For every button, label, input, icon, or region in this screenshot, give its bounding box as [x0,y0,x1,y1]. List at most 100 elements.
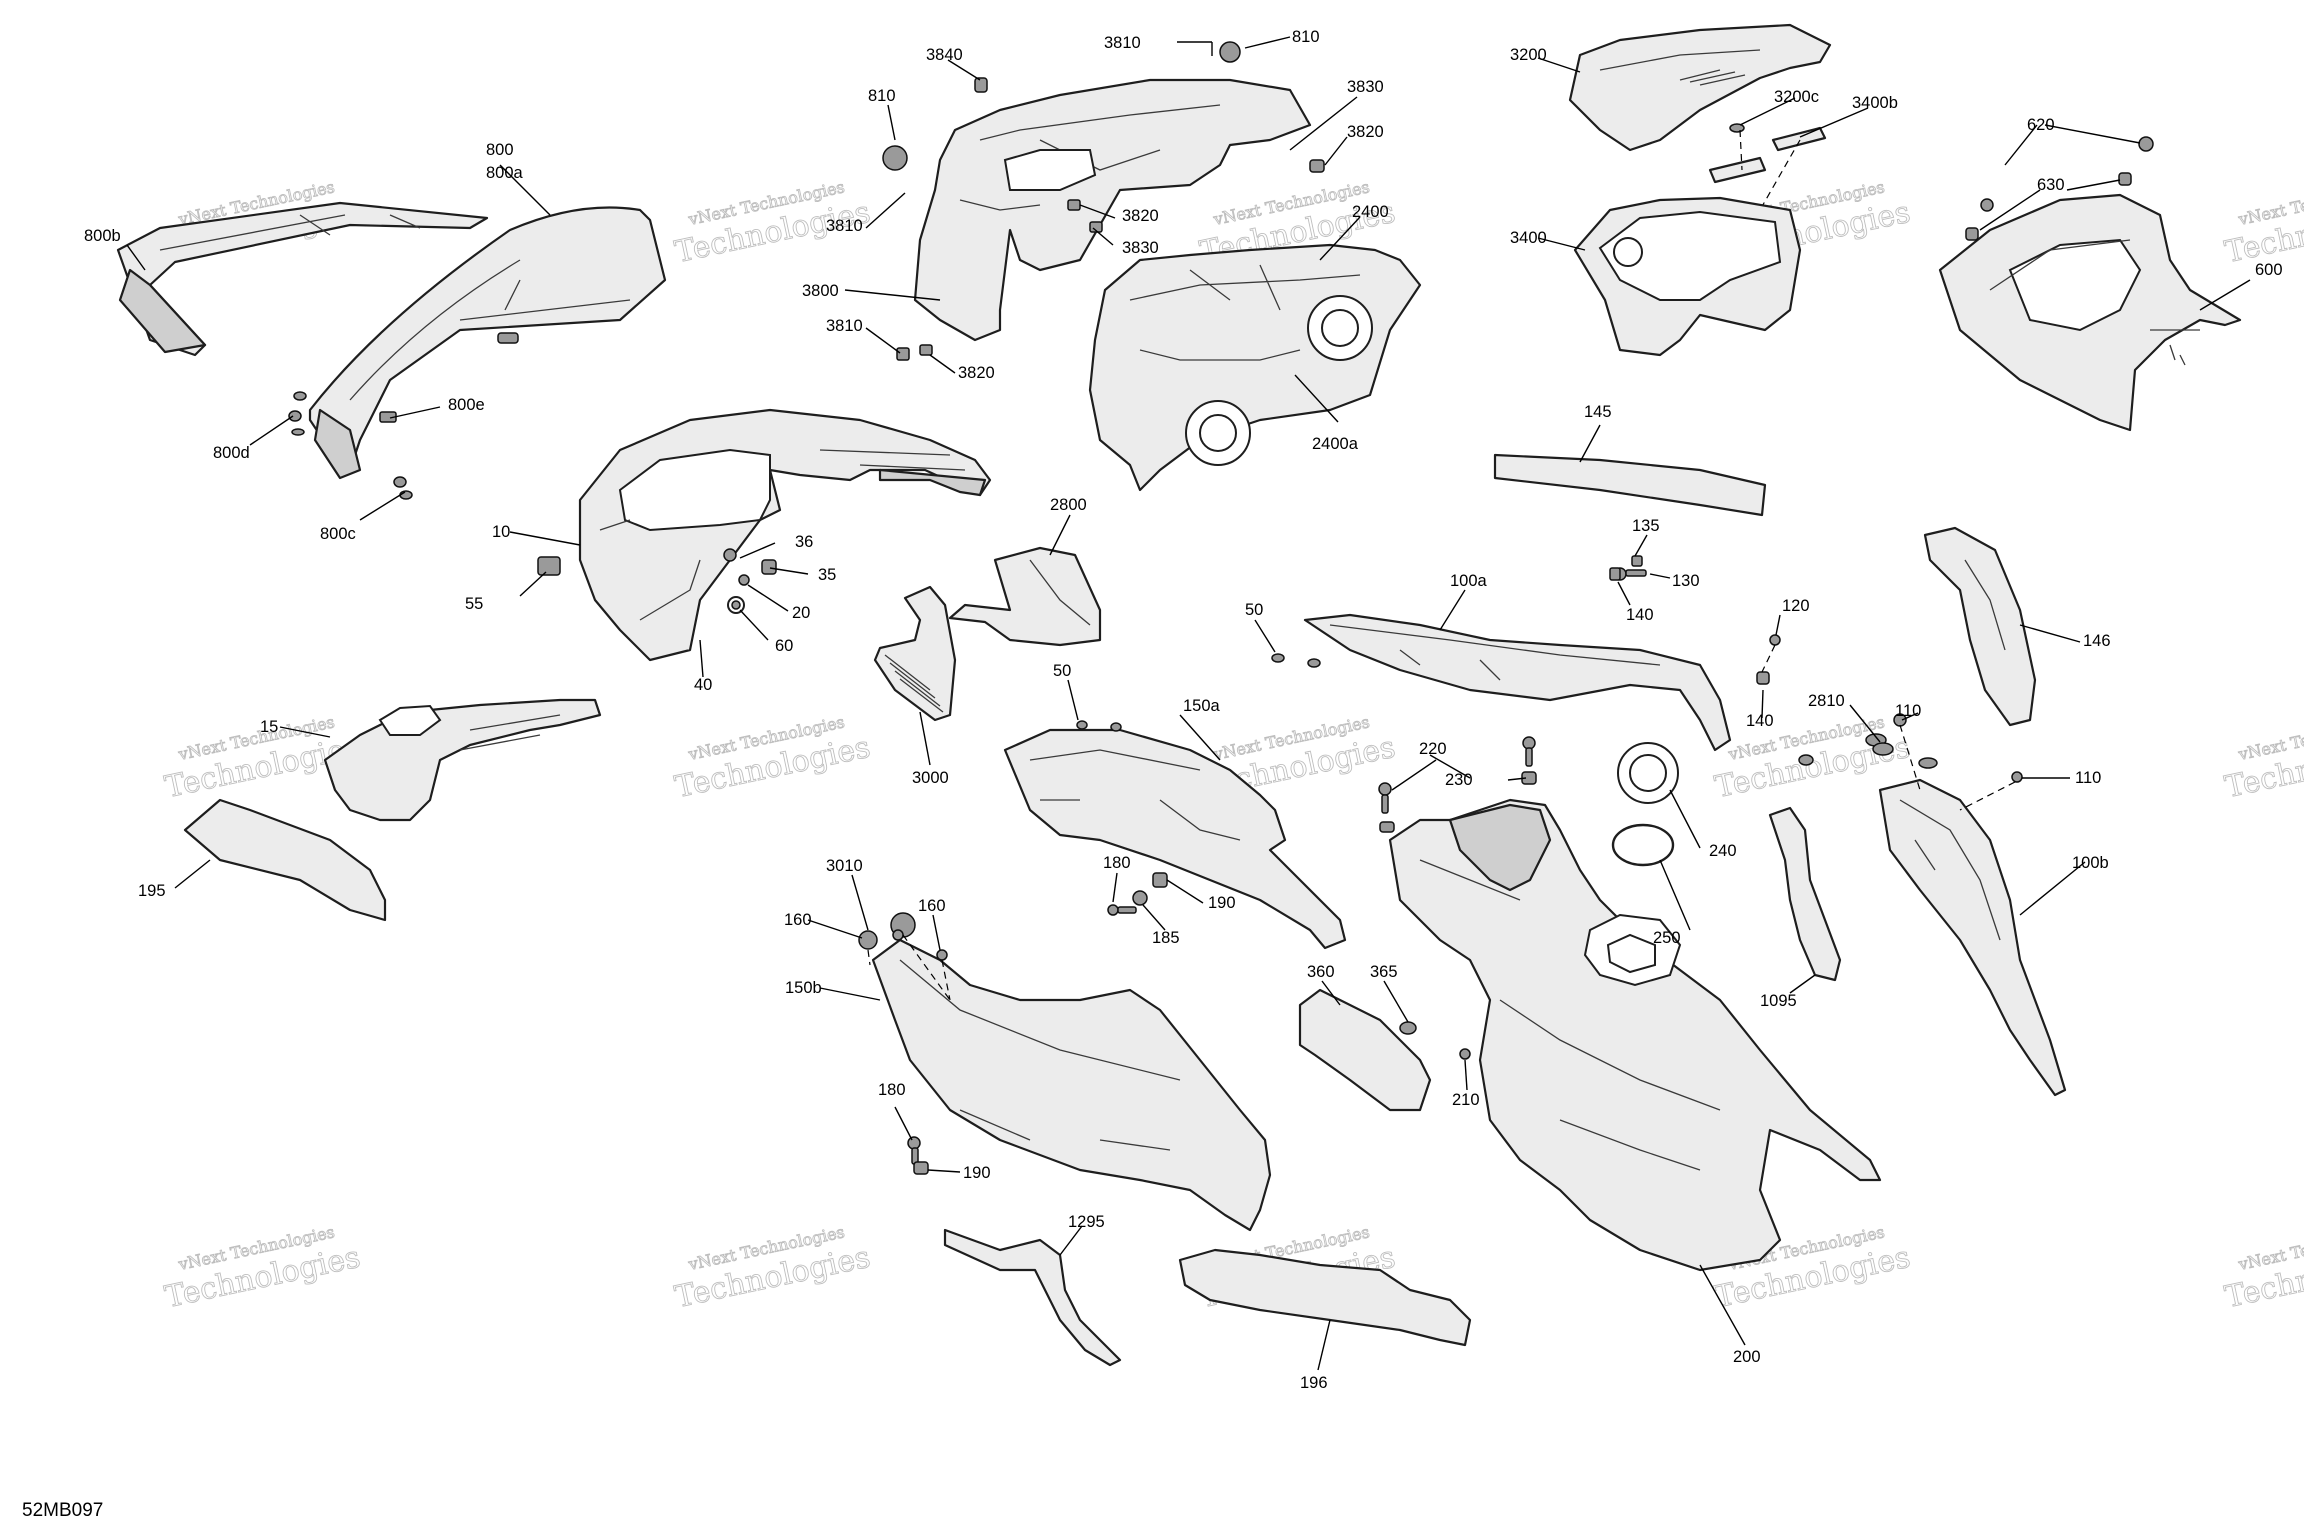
callout-146: 146 [2083,632,2111,650]
callout-810-left: 810 [868,87,896,105]
part-2810-grommet [1798,742,1894,766]
callout-100a: 100a [1450,572,1488,590]
callout-135: 135 [1632,517,1660,535]
callout-labels: 800 800a 800b 800d 800e 800c 3840 810 38… [84,28,2283,1392]
callout-110-top: 110 [1895,702,1921,720]
callout-3820-low: 3820 [958,364,995,382]
part-600-instrument-panel [1938,136,2242,432]
callout-810-right: 810 [1292,28,1320,46]
part-100b-side-panel [1865,713,2067,1097]
callout-220: 220 [1419,740,1447,758]
callout-3200c: 3200c [1774,88,1819,106]
callout-140-bottom: 140 [1746,712,1774,730]
callout-3820-mid: 3820 [1122,207,1159,225]
callout-180-low: 180 [878,1081,906,1099]
fasteners-180b-190b [907,1136,929,1175]
callout-50-mid: 50 [1053,662,1071,680]
part-146-side-insert [1923,526,2037,727]
callout-630: 630 [2037,176,2065,194]
callout-620: 620 [2027,116,2055,134]
callout-50-top: 50 [1245,601,1263,619]
callout-55: 55 [465,595,483,613]
callout-3810-top: 3810 [1104,34,1141,52]
fasteners-180-185-190 [1107,872,1168,916]
part-150a-side-cover [1003,720,1347,950]
callout-195: 195 [138,882,166,900]
callout-150a: 150a [1183,697,1221,715]
callout-250: 250 [1653,929,1681,947]
leader-lines [126,36,2251,1371]
callout-110-right: 110 [2075,769,2101,787]
part-800b-upper-trim [116,201,489,357]
part-250-seal [1611,823,1675,867]
part-2400-headlight [1088,243,1422,492]
part-100a-panel [1271,613,1732,752]
part-1095-strip [1768,806,1842,982]
callout-100b: 100b [2072,854,2109,872]
part-800-side-fairing [308,206,667,480]
callout-3820-top: 3820 [1347,123,1384,141]
callout-3400: 3400 [1510,229,1547,247]
callout-365: 365 [1370,963,1398,981]
callout-3810-mid: 3810 [826,217,863,235]
callout-3400b: 3400b [1852,94,1898,112]
callout-140-top: 140 [1626,606,1654,624]
callout-3830-mid: 3830 [1122,239,1159,257]
part-240-fuel-ring [1617,742,1679,804]
part-3200-tray-cover [1568,23,1832,152]
callout-800e: 800e [448,396,485,414]
fasteners-130-135-140 [1609,555,1647,581]
part-3200c-3400b-strips [1708,123,1827,211]
part-2800-deflector [948,546,1102,647]
callout-2400a: 2400a [1312,435,1359,453]
part-3000-vent [873,585,957,722]
callout-800d: 800d [213,444,250,462]
callout-800: 800 [486,141,514,159]
callout-3800: 3800 [802,282,839,300]
callout-185: 185 [1152,929,1180,947]
part-3400-storage-bin [1573,196,1802,357]
callout-2810: 2810 [1808,692,1845,710]
part-196-lower-trim [1178,1248,1472,1347]
part-145-strip [1493,453,1767,517]
callout-3810-low: 3810 [826,317,863,335]
callout-800c: 800c [320,525,356,543]
callout-120: 120 [1782,597,1810,615]
callout-160-right: 160 [918,897,946,915]
callout-3010: 3010 [826,857,863,875]
callout-150b: 150b [785,979,822,997]
callout-180-mid: 180 [1103,854,1131,872]
callout-240: 240 [1709,842,1737,860]
callout-2800: 2800 [1050,496,1087,514]
callout-35: 35 [818,566,836,584]
callout-15: 15 [260,718,278,736]
callout-3000: 3000 [912,769,949,787]
callout-2400: 2400 [1352,203,1389,221]
callout-145: 145 [1584,403,1612,421]
callout-60: 60 [775,637,793,655]
callout-40: 40 [694,676,712,694]
callout-800b: 800b [84,227,121,245]
diagram-reference-code: 52MB097 [22,1500,103,1521]
callout-190-mid: 190 [1208,894,1236,912]
part-195-lower-trim [183,798,387,922]
callout-200: 200 [1733,1348,1761,1366]
callout-360: 360 [1307,963,1335,981]
part-1295-strip [943,1228,1122,1367]
callout-230: 230 [1445,771,1473,789]
part-15-bracket [323,698,602,822]
callout-800a: 800a [486,164,524,182]
callout-210: 210 [1452,1091,1480,1109]
callout-3840: 3840 [926,46,963,64]
part-3800-front-bracket [882,41,1325,361]
callout-36: 36 [795,533,813,551]
callout-10: 10 [492,523,510,541]
part-150b-side-cover [858,912,1272,1232]
fasteners-120 [1756,634,1781,685]
callout-190-low: 190 [963,1164,991,1182]
callout-160-left: 160 [784,911,812,929]
callout-196: 196 [1300,1374,1328,1392]
part-200-main-body [1388,798,1882,1272]
callout-3830-top: 3830 [1347,78,1384,96]
